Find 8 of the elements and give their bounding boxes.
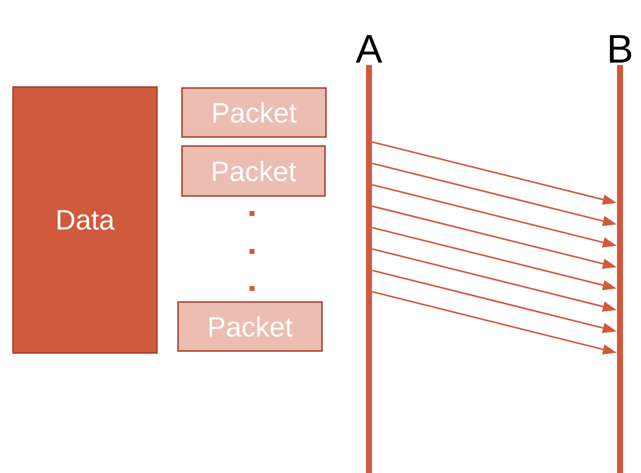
node-label: B bbox=[610, 35, 632, 63]
packet-box: Packet bbox=[177, 301, 323, 352]
packet-box: Packet bbox=[181, 145, 326, 197]
host-timeline: B bbox=[610, 35, 632, 473]
packet-box: Packet bbox=[181, 87, 327, 138]
data-block: Data bbox=[12, 86, 158, 354]
host-timeline: A bbox=[356, 35, 382, 473]
node-label: A bbox=[356, 35, 382, 63]
